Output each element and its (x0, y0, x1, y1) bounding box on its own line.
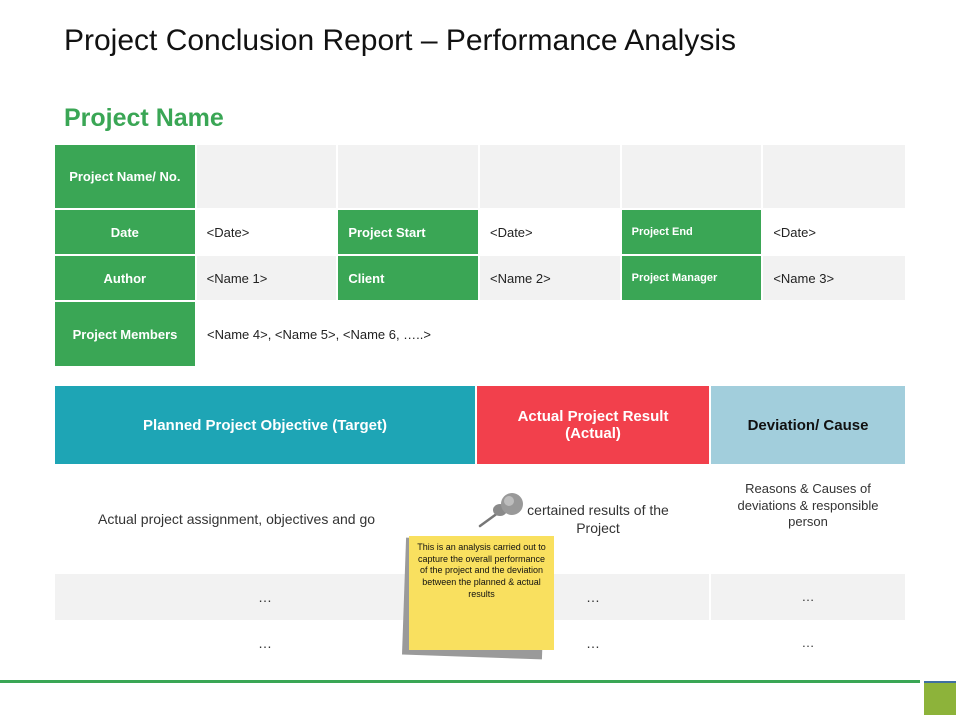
project-name-cell-4[interactable] (621, 145, 764, 210)
info-row-members: Project Members <Name 4>, <Name 5>, <Nam… (55, 302, 905, 368)
footer-accent-bar (924, 681, 956, 684)
client-value[interactable]: <Name 2> (479, 256, 622, 302)
project-info-table: Project Name/ No. Date <Date> Project St… (55, 145, 906, 368)
actual-result-cell[interactable]: … (477, 620, 711, 666)
actual-result-header: Actual Project Result (Actual) (477, 386, 711, 464)
date-label: Date (55, 210, 197, 256)
info-row-date: Date <Date> Project Start <Date> Project… (55, 210, 905, 256)
page-title: Project Conclusion Report – Performance … (64, 24, 736, 57)
project-members-label: Project Members (55, 302, 197, 368)
project-manager-value[interactable]: <Name 3> (763, 256, 905, 302)
footer-square (924, 683, 956, 715)
date-value[interactable]: <Date> (196, 210, 339, 256)
info-row-project-name: Project Name/ No. (55, 145, 906, 210)
project-name-heading: Project Name (64, 104, 224, 132)
project-name-cell-1[interactable] (196, 145, 339, 210)
table-row: Actual project assignment, objectives an… (55, 464, 905, 574)
project-start-value[interactable]: <Date> (479, 210, 622, 256)
client-label: Client (338, 256, 480, 302)
project-members-value[interactable]: <Name 4>, <Name 5>, <Name 6, …..> (197, 302, 905, 368)
info-row-author: Author <Name 1> Client <Name 2> Project … (55, 256, 905, 302)
push-pin-icon (478, 493, 523, 528)
objectives-header-row: Planned Project Objective (Target) Actua… (55, 386, 905, 464)
author-label: Author (55, 256, 197, 302)
sticky-note: This is an analysis carried out to captu… (409, 536, 554, 650)
author-value[interactable]: <Name 1> (196, 256, 339, 302)
project-name-cell-2[interactable] (338, 145, 481, 210)
project-name-label: Project Name/ No. (55, 145, 197, 210)
deviation-cause-header: Deviation/ Cause (711, 386, 905, 464)
project-end-value[interactable]: <Date> (763, 210, 905, 256)
deviation-cause-cell[interactable]: … (801, 634, 815, 650)
deviation-cause-cell[interactable]: … (711, 574, 905, 620)
project-name-cell-5[interactable] (763, 145, 906, 210)
project-end-label: Project End (621, 210, 764, 256)
project-start-label: Project Start (338, 210, 480, 256)
footer-divider (0, 680, 920, 683)
planned-objective-header: Planned Project Objective (Target) (55, 386, 477, 464)
project-name-cell-3[interactable] (480, 145, 622, 210)
planned-objective-cell[interactable]: Actual project assignment, objectives an… (55, 464, 477, 574)
deviation-cause-cell[interactable]: Reasons & Causes of deviations & respons… (737, 480, 879, 530)
actual-result-cell[interactable]: certained results of the Project (477, 464, 711, 574)
project-manager-label: Project Manager (621, 256, 764, 302)
